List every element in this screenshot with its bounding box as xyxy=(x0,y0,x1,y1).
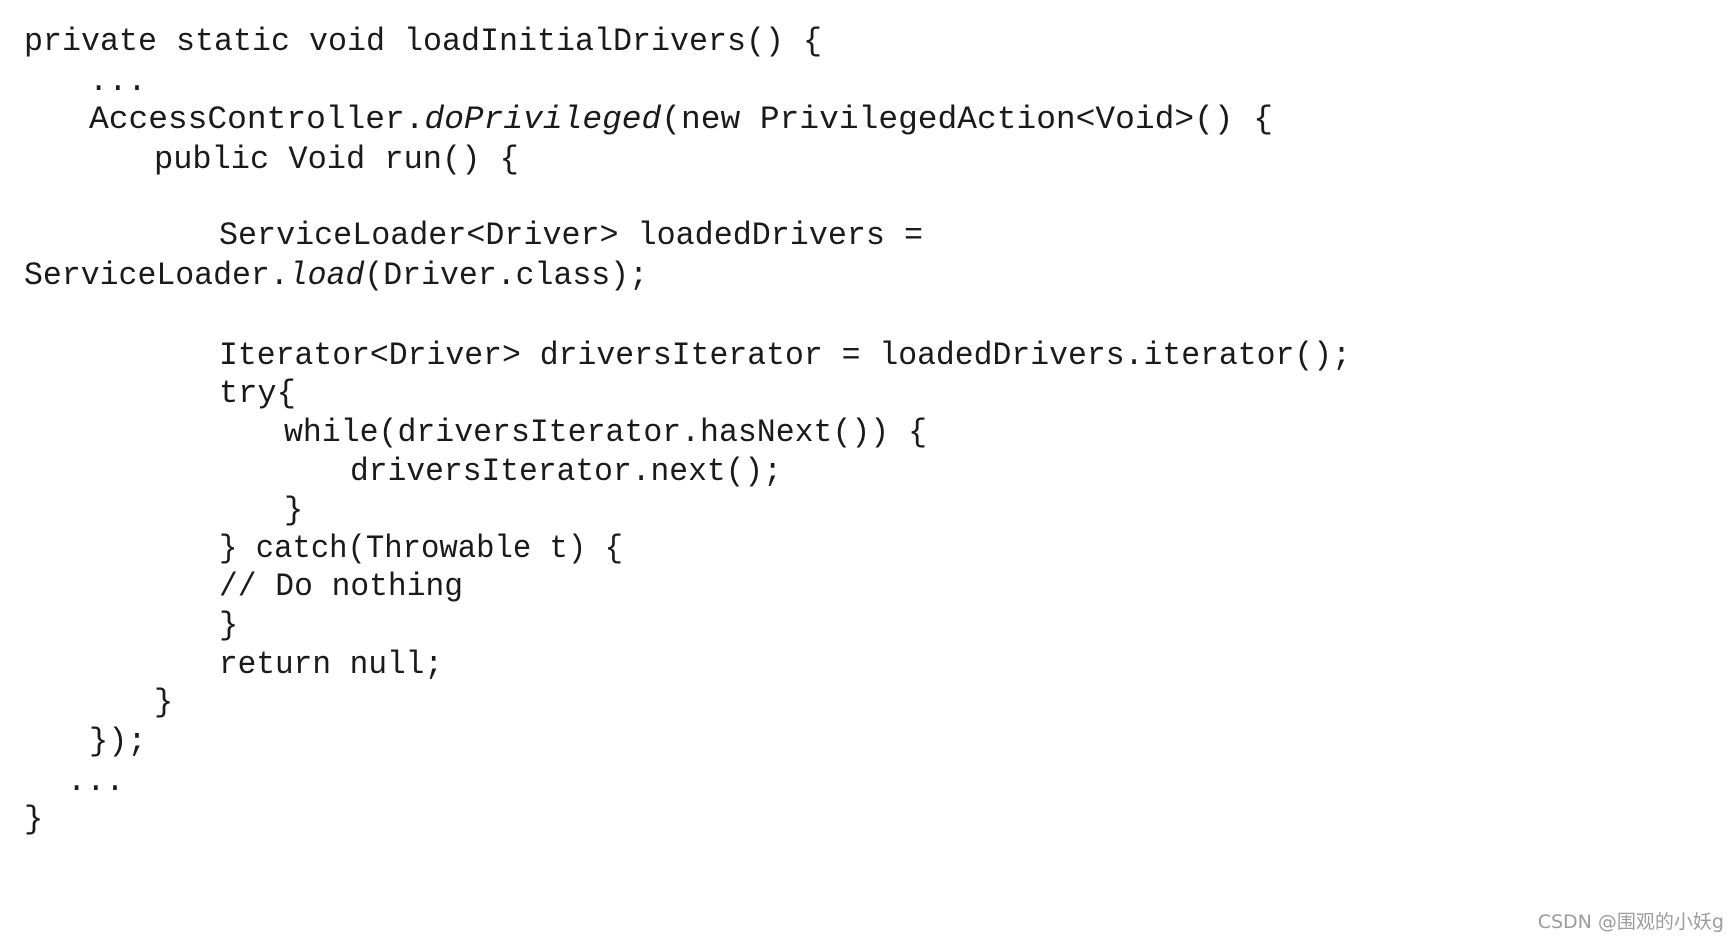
code-text: } xyxy=(24,801,44,838)
code-line: while(driversIterator.hasNext()) { xyxy=(284,413,927,453)
code-line: } xyxy=(24,800,43,840)
code-line: } xyxy=(154,683,173,723)
code-text: try{ xyxy=(219,375,297,412)
code-line: ... xyxy=(89,62,147,102)
code-text: } xyxy=(154,684,174,721)
code-line: try{ xyxy=(219,374,296,414)
code-method-italic: doPrivileged xyxy=(424,101,662,138)
code-text: ... xyxy=(89,63,147,100)
code-text: Iterator<Driver> driversIterator = loade… xyxy=(219,337,1352,374)
code-line: ServiceLoader.load(Driver.class); xyxy=(24,256,648,296)
code-text: } xyxy=(219,607,239,644)
code-line: public Void run() { xyxy=(154,140,519,180)
code-text: driversIterator.next(); xyxy=(349,453,782,490)
code-line: driversIterator.next(); xyxy=(350,452,782,492)
code-text: public Void run() { xyxy=(154,141,519,178)
code-line: // Do nothing xyxy=(219,567,463,607)
code-line: ... xyxy=(67,762,125,802)
code-text: (new PrivilegedAction<Void>() { xyxy=(661,101,1274,138)
code-line: ServiceLoader<Driver> loadedDrivers = xyxy=(219,216,923,256)
code-text: // Do nothing xyxy=(219,568,464,605)
code-line: } xyxy=(284,491,303,531)
code-text: ServiceLoader. xyxy=(24,257,289,294)
code-text: ... xyxy=(67,763,125,800)
code-text: while(driversIterator.hasNext()) { xyxy=(284,414,928,451)
code-text: (Driver.class); xyxy=(364,257,648,294)
code-text: }); xyxy=(89,723,147,760)
watermark: CSDN @围观的小妖g xyxy=(1537,911,1724,933)
code-text: return null; xyxy=(219,646,444,683)
code-line: AccessController.doPrivileged(new Privil… xyxy=(89,100,1273,140)
code-text: AccessController. xyxy=(89,101,425,138)
code-method-italic: load xyxy=(288,257,365,294)
code-line: return null; xyxy=(219,645,443,685)
code-text: } xyxy=(284,492,304,529)
code-line: private static void loadInitialDrivers()… xyxy=(24,22,822,62)
code-text: ServiceLoader<Driver> loadedDrivers = xyxy=(219,217,924,254)
code-line: Iterator<Driver> driversIterator = loade… xyxy=(219,336,1351,376)
code-text: } catch(Throwable t) { xyxy=(219,530,624,567)
code-text: private static void loadInitialDrivers()… xyxy=(24,23,822,60)
code-line: }); xyxy=(89,722,147,762)
code-line: } xyxy=(219,606,238,646)
code-line: } catch(Throwable t) { xyxy=(219,529,623,569)
